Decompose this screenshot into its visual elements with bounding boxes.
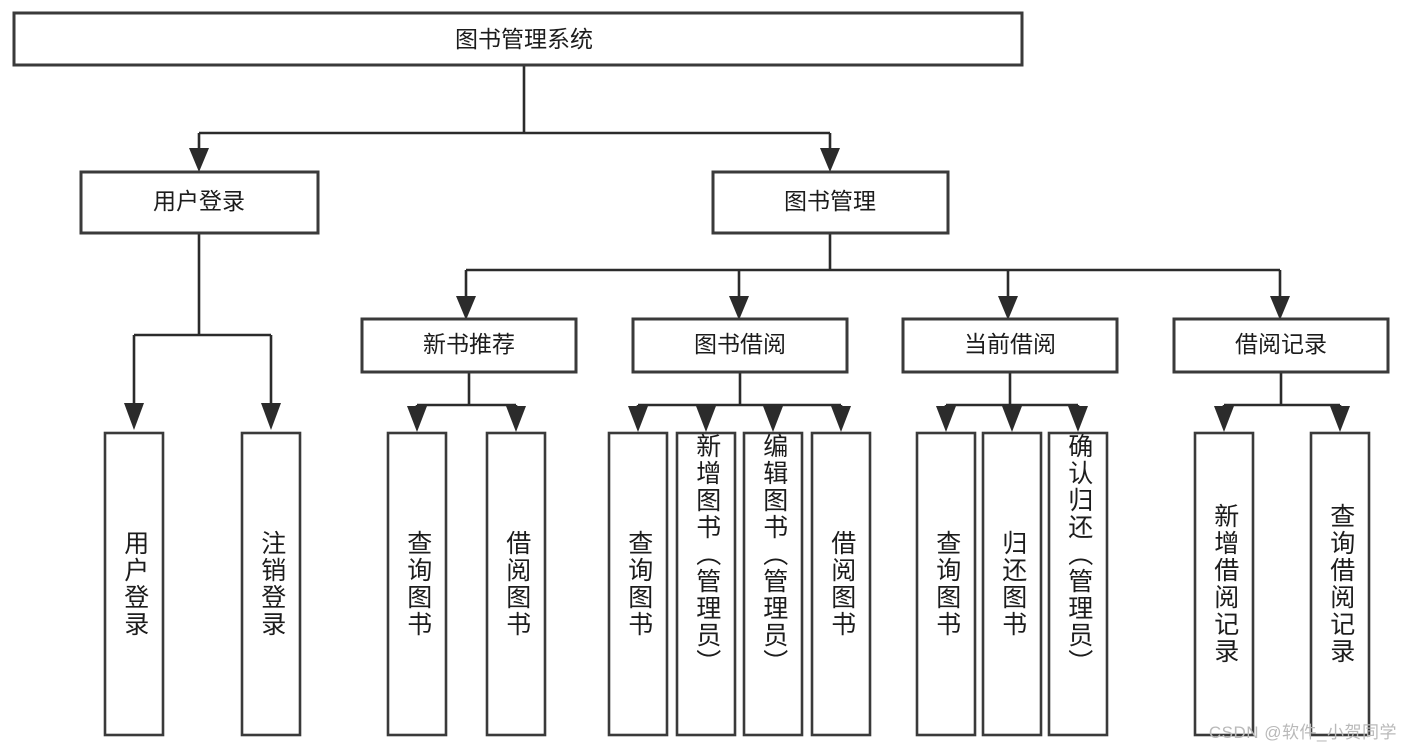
arrowhead-user-login — [189, 148, 209, 172]
arrowhead-leaf-return-book — [1002, 406, 1022, 432]
node-root[interactable]: 图书管理系统 — [12, 11, 1024, 67]
leaf-box-borrow-book-2[interactable] — [810, 431, 872, 737]
node-user-login[interactable]: 用户登录 — [79, 170, 320, 235]
arrowhead-leaf-add-record — [1214, 406, 1234, 432]
node-new-book-recommend-label: 新书推荐 — [423, 331, 515, 357]
leaf-box-query-book-3[interactable] — [915, 431, 977, 737]
arrowhead-leaf-borrow-book-2 — [831, 406, 851, 432]
arrowhead-new-book-recommend — [456, 296, 476, 320]
arrowhead-leaf-user-logout — [261, 403, 281, 430]
arrowhead-leaf-confirm-return — [1068, 406, 1088, 432]
leaf-box-layer — [103, 431, 1371, 737]
arrowhead-leaf-query-record — [1330, 406, 1350, 432]
node-new-book-recommend-box[interactable] — [360, 317, 578, 374]
node-book-borrow-box[interactable] — [631, 317, 849, 374]
node-user-login-label: 用户登录 — [153, 188, 245, 214]
arrowhead-leaf-query-book-1 — [407, 406, 427, 432]
arrowhead-leaf-add-book — [696, 406, 716, 432]
node-current-borrow-label: 当前借阅 — [964, 331, 1056, 357]
leaf-box-user-login[interactable] — [103, 431, 165, 737]
node-book-borrow[interactable]: 图书借阅 — [631, 317, 849, 374]
node-user-login-box[interactable] — [79, 170, 320, 235]
arrowhead-borrow-record — [1270, 296, 1290, 320]
watermark-text: CSDN @软件_小贺同学 — [1208, 723, 1397, 742]
leaf-box-borrow-book-1[interactable] — [485, 431, 547, 737]
arrowhead-leaf-query-book-2 — [628, 406, 648, 432]
node-book-management[interactable]: 图书管理 — [711, 170, 950, 235]
node-borrow-record-box[interactable] — [1172, 317, 1390, 374]
node-current-borrow[interactable]: 当前借阅 — [901, 317, 1119, 374]
leaf-box-query-book-1[interactable] — [386, 431, 448, 737]
node-book-borrow-label: 图书借阅 — [694, 331, 786, 357]
leaf-box-confirm-return[interactable] — [1047, 431, 1109, 737]
arrowhead-book-borrow — [729, 296, 749, 320]
arrowhead-leaf-query-book-3 — [936, 406, 956, 432]
leaf-box-query-book-2[interactable] — [607, 431, 669, 737]
connector-layer — [124, 65, 1350, 432]
leaf-box-return-book[interactable] — [981, 431, 1043, 737]
arrowhead-leaf-borrow-book-1 — [506, 406, 526, 432]
arrowhead-leaf-edit-book — [763, 406, 783, 432]
node-root-box[interactable] — [12, 11, 1024, 67]
leaf-box-query-record[interactable] — [1309, 431, 1371, 737]
arrowhead-leaf-user-login — [124, 403, 144, 430]
node-book-management-label: 图书管理 — [784, 188, 876, 214]
node-borrow-record-label: 借阅记录 — [1235, 331, 1327, 357]
node-new-book-recommend[interactable]: 新书推荐 — [360, 317, 578, 374]
leaf-box-user-logout[interactable] — [240, 431, 302, 737]
leaf-box-add-book[interactable] — [675, 431, 737, 737]
leaf-box-add-record[interactable] — [1193, 431, 1255, 737]
arrowhead-current-borrow — [998, 296, 1018, 320]
node-borrow-record[interactable]: 借阅记录 — [1172, 317, 1390, 374]
leaf-box-edit-book[interactable] — [742, 431, 804, 737]
node-book-management-box[interactable] — [711, 170, 950, 235]
node-current-borrow-box[interactable] — [901, 317, 1119, 374]
arrowhead-book-management — [820, 148, 840, 172]
node-root-label: 图书管理系统 — [455, 26, 593, 52]
